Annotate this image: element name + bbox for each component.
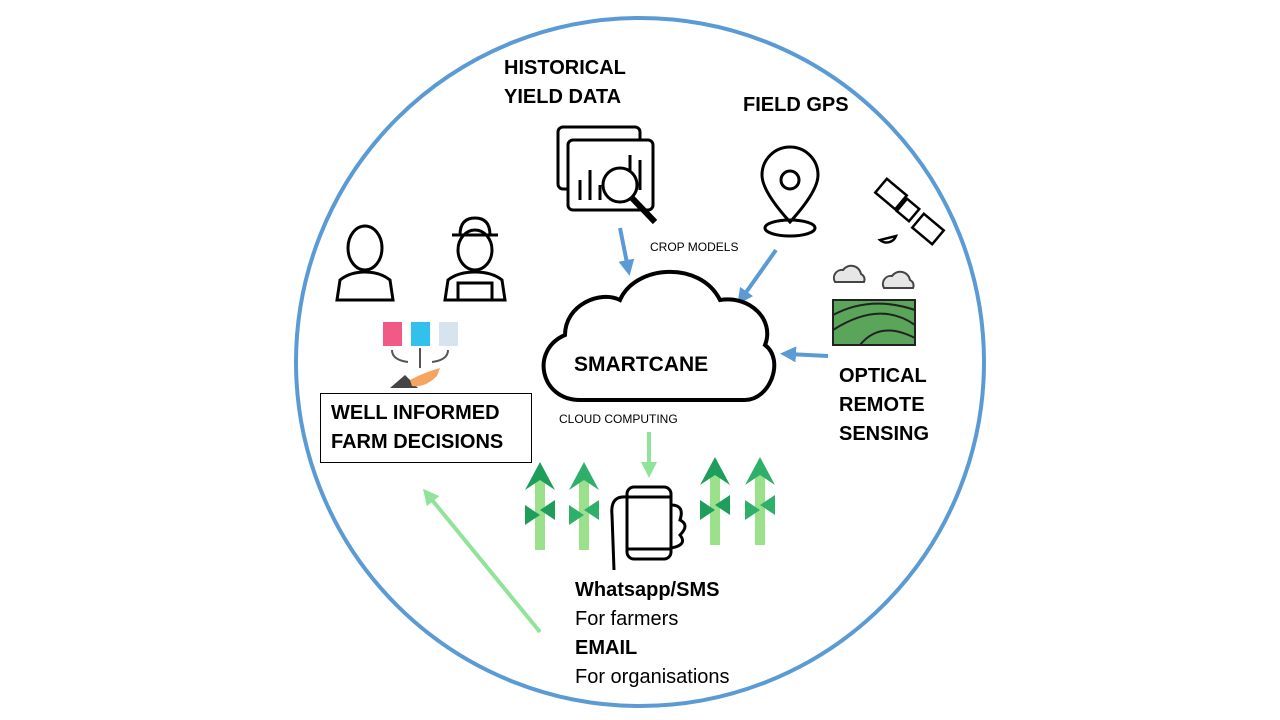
for-organisations-label: For organisations <box>575 666 730 688</box>
crop-models-label: CROP MODELS <box>650 240 739 254</box>
arrow-gps-to-cloud <box>737 248 778 305</box>
decisions-line-1: WELL INFORMED <box>331 402 500 424</box>
cloud-icon <box>541 269 777 402</box>
satellite-icon <box>873 176 946 247</box>
weather-clouds-icon <box>832 264 915 289</box>
phone-in-hand-icon <box>610 485 687 571</box>
sugarcane-icon <box>569 462 599 550</box>
cloud-computing-label: CLOUD COMPUTING <box>559 412 678 426</box>
green-fields-icon <box>832 299 916 346</box>
channels-text: Whatsapp/SMS For farmers EMAIL For organ… <box>575 576 730 692</box>
outer-circle <box>294 16 986 708</box>
sugarcane-icon <box>525 462 555 550</box>
arrow-yield-to-cloud <box>618 227 635 276</box>
location-pin-icon <box>760 145 820 238</box>
decisions-box: WELL INFORMED FARM DECISIONS <box>320 393 532 463</box>
whatsapp-sms-label: Whatsapp/SMS <box>575 579 720 601</box>
email-label: EMAIL <box>575 637 638 659</box>
arrow-sensing-to-cloud <box>780 346 829 363</box>
smartcane-label: SMARTCANE <box>574 353 709 376</box>
chart-monitor-icon <box>556 125 658 225</box>
person-icon <box>335 224 395 302</box>
documents-to-hand-icon <box>383 322 458 388</box>
farmer-icon <box>443 216 507 302</box>
sugarcane-icon <box>745 457 775 545</box>
arrow-channels-to-decisions <box>422 488 542 634</box>
field-gps-label: FIELD GPS <box>743 94 849 116</box>
decisions-line-2: FARM DECISIONS <box>331 431 504 453</box>
for-farmers-label: For farmers <box>575 608 679 630</box>
sugarcane-icon <box>700 457 730 545</box>
